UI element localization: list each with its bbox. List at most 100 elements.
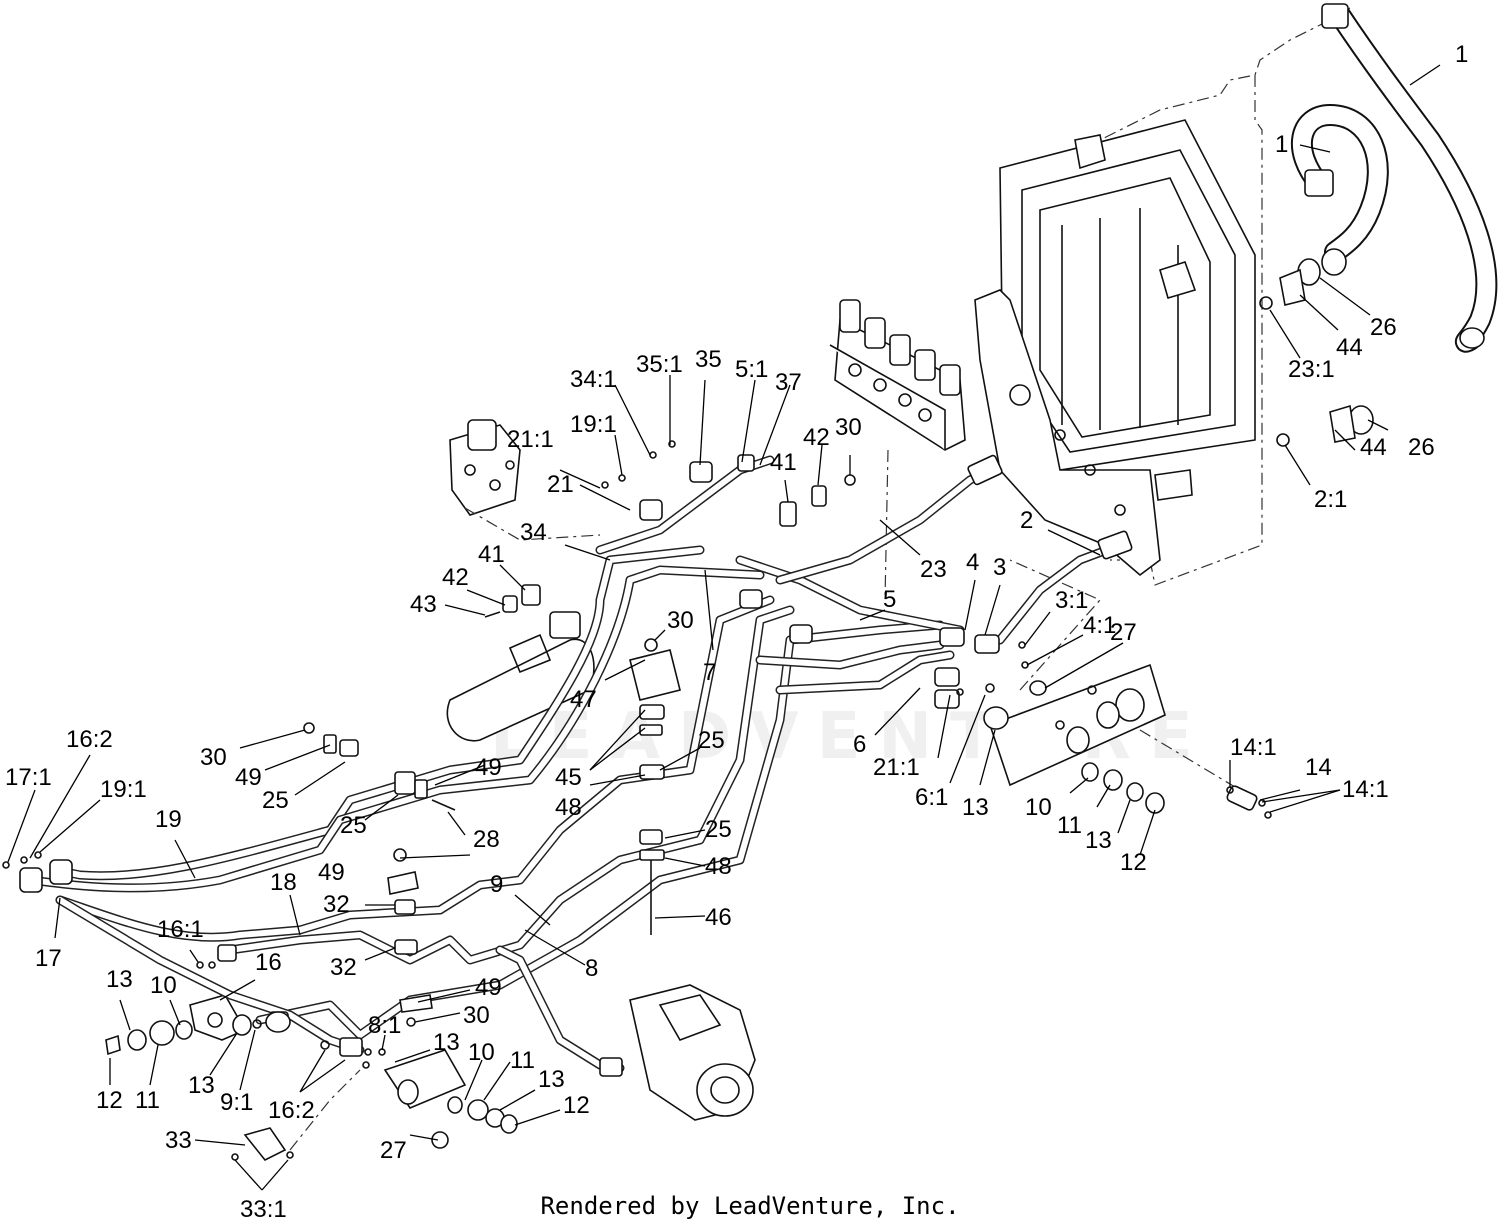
callout-label: 14:1 xyxy=(1342,776,1389,803)
callout-label: 23:1 xyxy=(1288,356,1335,383)
callout-label: 25 xyxy=(340,812,367,839)
callout-label: 5 xyxy=(883,586,896,613)
callout-label: 48 xyxy=(555,794,582,821)
wheel-motor-left xyxy=(446,611,595,742)
callout-label: 44 xyxy=(1360,434,1387,461)
callout-label: 14 xyxy=(1305,754,1332,781)
callout-label: 33:1 xyxy=(240,1196,287,1223)
callout-label: 17:1 xyxy=(5,764,52,791)
callout-label: 48 xyxy=(705,853,732,880)
callout-label: 13 xyxy=(188,1072,215,1099)
callout-label: 10 xyxy=(468,1039,495,1066)
callout-label: 11 xyxy=(1057,812,1082,839)
callout-label: 4 xyxy=(966,549,979,576)
callout-label: 47 xyxy=(570,686,597,713)
callout-label: 1 xyxy=(1455,41,1468,68)
callout-label: 30 xyxy=(835,414,862,441)
callout-label: 3:1 xyxy=(1055,587,1088,614)
callout-label: 45 xyxy=(555,764,582,791)
callout-label: 16 xyxy=(255,949,282,976)
callout-label: 27 xyxy=(380,1137,407,1164)
callout-label: 18 xyxy=(270,869,297,896)
callout-label: 44 xyxy=(1336,334,1363,361)
callout-label: 1 xyxy=(1275,131,1288,158)
hydraulic-pump xyxy=(629,984,756,1121)
left-valve-block xyxy=(449,419,601,541)
callout-label: 26 xyxy=(1408,434,1435,461)
callout-label: 13 xyxy=(538,1066,565,1093)
callout-label: 8:1 xyxy=(368,1012,401,1039)
callout-label: 28 xyxy=(473,826,500,853)
callout-label: 13 xyxy=(433,1029,460,1056)
callout-label: 37 xyxy=(775,369,802,396)
callout-label: 19 xyxy=(155,806,182,833)
callout-label: 19:1 xyxy=(570,411,617,438)
callout-label: 19:1 xyxy=(100,776,147,803)
callout-label: 42 xyxy=(803,424,830,451)
callout-label: 33 xyxy=(165,1127,192,1154)
leader-lines xyxy=(7,64,1441,1191)
callout-label: 41 xyxy=(770,449,797,476)
callout-label: 27 xyxy=(1110,619,1137,646)
callout-label: 16:1 xyxy=(157,916,204,943)
callout-label: 34:1 xyxy=(570,366,617,393)
callout-label: 32 xyxy=(330,954,357,981)
callout-label: 9:1 xyxy=(220,1089,253,1116)
callout-label: 17 xyxy=(35,945,62,972)
callout-label: 49 xyxy=(475,754,502,781)
callout-label: 30 xyxy=(200,744,227,771)
callout-label: 25 xyxy=(698,727,725,754)
bulkhead-plate-right xyxy=(988,559,1241,791)
callout-label: 32 xyxy=(323,891,350,918)
callout-label: 6 xyxy=(853,731,866,758)
callout-label: 41 xyxy=(478,541,505,568)
callout-label: 42 xyxy=(442,564,469,591)
control-valve-bank xyxy=(829,299,966,601)
bulkhead-plate-left xyxy=(189,994,467,1109)
callout-label: 12 xyxy=(563,1092,590,1119)
callout-label: 11 xyxy=(510,1047,535,1074)
callout-label: 49 xyxy=(475,974,502,1001)
callout-label: 34 xyxy=(520,519,547,546)
callout-label: 49 xyxy=(235,764,262,791)
callout-label: 4:1 xyxy=(1083,612,1116,639)
callout-label: 21:1 xyxy=(873,754,920,781)
callout-label: 10 xyxy=(1025,794,1052,821)
callout-label: 7 xyxy=(703,659,716,686)
callout-label: 43 xyxy=(410,591,437,618)
callout-label: 49 xyxy=(318,859,345,886)
callout-label: 10 xyxy=(150,972,177,999)
callout-label: 11 xyxy=(135,1087,160,1114)
callout-label: 35:1 xyxy=(636,351,683,378)
callout-label: 2 xyxy=(1020,507,1033,534)
callout-label: 16:2 xyxy=(66,726,113,753)
callout-label: 14:1 xyxy=(1230,734,1277,761)
callout-label: 21 xyxy=(547,471,574,498)
callout-label: 26 xyxy=(1370,314,1397,341)
callout-label: 9 xyxy=(490,871,503,898)
clamp-hardware xyxy=(2,440,1272,1162)
callout-label: 5:1 xyxy=(735,356,768,383)
callout-label: 13 xyxy=(106,966,133,993)
callout-label: 13 xyxy=(962,794,989,821)
callout-label: 23 xyxy=(920,556,947,583)
callout-label: 25 xyxy=(262,787,289,814)
callout-label: 3 xyxy=(993,554,1006,581)
callout-label: 35 xyxy=(695,346,722,373)
callout-label: 21:1 xyxy=(507,426,554,453)
callout-label: 30 xyxy=(667,607,694,634)
callout-label: 25 xyxy=(705,816,732,843)
callout-label: 2:1 xyxy=(1314,486,1347,513)
callout-label: 8 xyxy=(585,955,598,982)
callout-label: 13 xyxy=(1085,827,1112,854)
callout-label: 30 xyxy=(463,1002,490,1029)
callout-label: 46 xyxy=(705,904,732,931)
callout-label: 12 xyxy=(1120,849,1147,876)
render-credit: Rendered by LeadVenture, Inc. xyxy=(540,1192,960,1220)
callout-label: 12 xyxy=(96,1087,123,1114)
callout-label: 6:1 xyxy=(915,784,948,811)
callout-label: 16:2 xyxy=(268,1097,315,1124)
oil-cooler-assembly xyxy=(974,3,1498,586)
callout-labels: 1 1 26 44 23:1 44 26 2:1 2 23 35:1 35 5:… xyxy=(5,41,1468,1223)
